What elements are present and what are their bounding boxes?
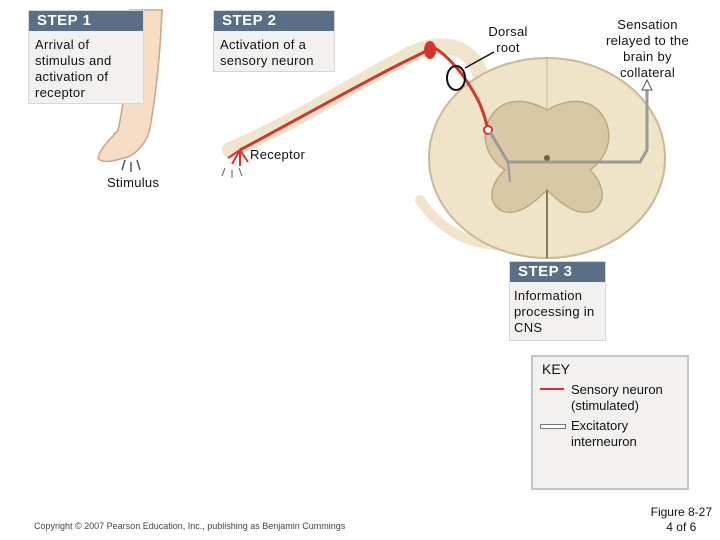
key-sensory-neuron: Sensory neuron (stimulated) <box>571 382 663 413</box>
sensory-neuron-central <box>431 44 490 131</box>
figure-number: Figure 8-27 <box>650 505 712 519</box>
step-1-text: Arrival of stimulus and activation of re… <box>35 37 112 100</box>
sensory-neuron-cell-body <box>424 41 436 59</box>
figure-caption: Figure 8-27 4 of 6 <box>651 505 712 535</box>
key-title: KEY <box>542 361 571 377</box>
dorsal-root-label: Dorsal root <box>488 24 528 55</box>
step-3-title: STEP 3 <box>510 262 605 282</box>
step-1-title: STEP 1 <box>29 11 143 31</box>
dorsal-root-pointer <box>464 51 495 69</box>
step-2-text: Activation of a sensory neuron <box>220 37 314 68</box>
step-2-title: STEP 2 <box>214 11 334 31</box>
receptor-marks <box>221 167 243 178</box>
step-1-box: STEP 1 Arrival of stimulus and activatio… <box>28 10 144 104</box>
step-2-box: STEP 2 Activation of a sensory neuron <box>213 10 335 72</box>
interneuron-swatch <box>540 424 566 429</box>
copyright: Copyright © 2007 Pearson Education, Inc.… <box>34 521 346 531</box>
step-3-box: STEP 3 Information processing in CNS <box>509 261 606 341</box>
dorsal-root-loop <box>446 65 466 91</box>
receptor-endings <box>227 149 249 166</box>
stimulus-label: Stimulus <box>107 175 160 190</box>
receptor-label: Receptor <box>250 147 306 162</box>
collateral-arrow <box>641 78 653 91</box>
stimulus-marks <box>121 159 141 172</box>
sensory-neuron-swatch <box>540 388 564 390</box>
central-canal <box>544 155 550 161</box>
sensation-label: Sensation relayed to the brain by collat… <box>606 17 689 80</box>
interneuron-branch <box>507 161 511 183</box>
key-legend: KEY Sensory neuron (stimulated) Excitato… <box>531 355 689 490</box>
figure-part: 4 of 6 <box>666 520 697 534</box>
key-interneuron: Excitatory interneuron <box>571 418 637 449</box>
interneuron-path <box>488 88 649 164</box>
step-3-text: Information processing in CNS <box>514 288 595 335</box>
